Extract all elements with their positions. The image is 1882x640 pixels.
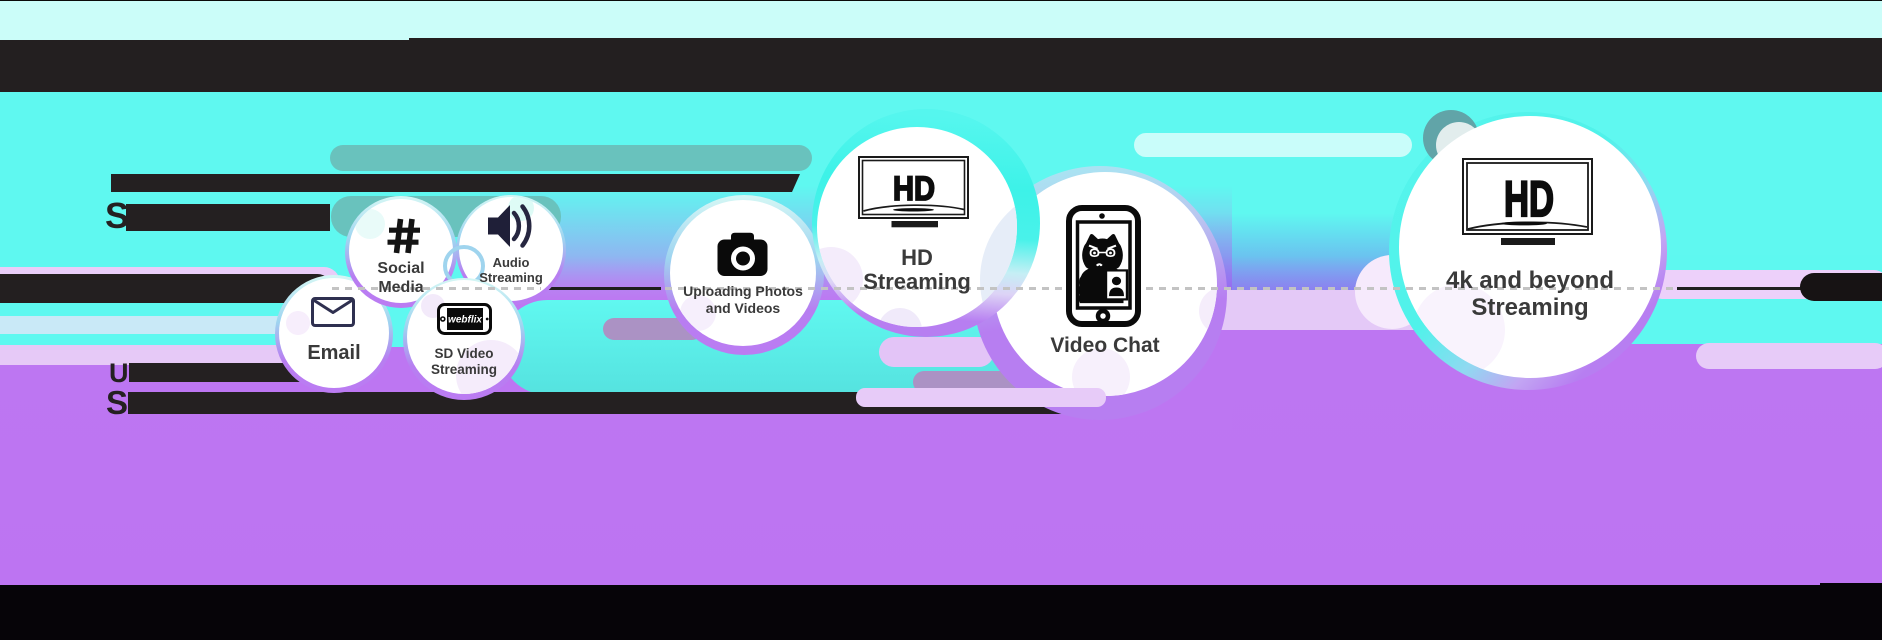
svg-text:HD: HD xyxy=(893,170,935,208)
svg-text:webflix: webflix xyxy=(448,315,482,326)
svg-text:HD: HD xyxy=(1504,171,1554,227)
